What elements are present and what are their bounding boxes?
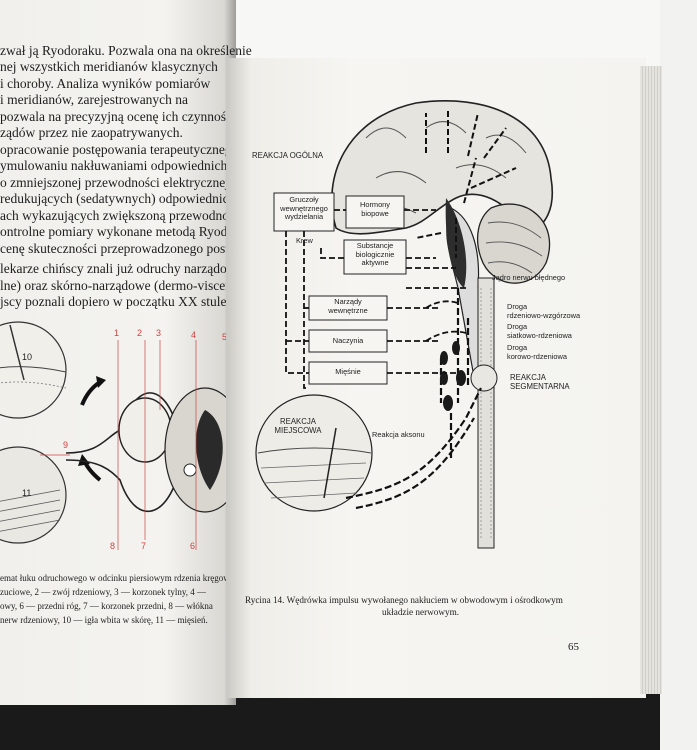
figure-label-8: 8 — [110, 541, 116, 551]
box-hormony — [345, 195, 405, 229]
label-miesnie: Mięśnie — [335, 367, 361, 376]
label-krew: Krew — [296, 236, 313, 245]
left-text-line: opracowanie postępowania terapeutycznego… — [0, 142, 242, 157]
box-substancje — [343, 239, 407, 275]
left-text-line: lne) oraz skórno-narządowe (dermo-viscer… — [0, 278, 257, 293]
figure-label-10: 10 — [22, 352, 33, 362]
left-text-line: redukujących (sedatywnych) odpowiednich — [0, 191, 236, 206]
left-caption-line: emat łuku odruchowego w odcinku piersiow… — [0, 573, 243, 583]
page-number: 65 — [568, 641, 579, 653]
left-text-line: o zmniejszonej przewodności elektrycznej — [0, 175, 230, 190]
figure-label-7: 7 — [141, 541, 147, 551]
figure-caption-line-2: układzie nerwowym. — [382, 607, 460, 617]
needle-line — [323, 427, 337, 499]
left-text-line: nej wszystkich meridianów klasycznych — [0, 59, 218, 74]
label-naczynia: Naczynia — [332, 336, 364, 345]
label-reakcja-aksonu: Reakcja aksonu — [372, 430, 425, 439]
left-text-line: ządów przez nie zaopatrywanych. — [0, 125, 183, 140]
left-page: zwał ją Ryodoraku. Pozwala ona na określ… — [0, 0, 284, 705]
skin-needle-inset — [0, 321, 67, 419]
left-text-line: ach wykazujących zwiększoną przewodność — [0, 208, 241, 223]
label-narzady: Narządy wewnętrzne — [328, 297, 368, 315]
background-right — [660, 0, 697, 750]
label-gruczoly: Gruczoły wewnętrznego wydzielania — [280, 195, 328, 222]
figure-number-3: 3 — [156, 328, 162, 338]
figure-label-9: 9 — [63, 440, 69, 450]
left-text-line: zwał ją Ryodoraku. Pozwala ona na określ… — [0, 43, 252, 58]
label-substancje: Substancje biologicznie aktywne — [355, 241, 395, 268]
afferent-arrow-icon — [80, 380, 102, 406]
label-reakcja-miejscowa: REAKCJA MIEJSCOWA — [274, 417, 322, 435]
left-caption-line: nerw rdzeniowy, 10 — igła wbita w skórę,… — [0, 615, 208, 625]
background-top — [236, 0, 697, 66]
label-droga-3: Droga korowo-rdzeniowa — [507, 343, 567, 361]
figure-caption-line-1: Rycina 14. Wędrówka impulsu wywołanego n… — [245, 595, 563, 605]
label-droga-2: Droga siatkowo-rdzeniowa — [507, 322, 572, 340]
page-edge — [640, 66, 662, 694]
box-gruczoly — [273, 192, 335, 232]
figure-number-4: 4 — [191, 330, 197, 340]
left-text-line: pozwala na precyzyjną ocenę ich czynnośc… — [0, 109, 236, 124]
left-text-line: ymulowaniu nakłuwaniami odpowiednich — [0, 158, 228, 173]
left-text-line: i choroby. Analiza wyników pomiarów — [0, 76, 211, 91]
figure-number-5: 5 — [222, 332, 228, 342]
figure-label-11: 11 — [22, 488, 32, 498]
figure-number-2: 2 — [137, 328, 143, 338]
label-reakcja-segmentarna: REAKCJA SEGMENTARNA — [510, 373, 570, 391]
label-droga-1: Droga rdzeniowo-wzgórzowa — [507, 302, 581, 320]
figure-number-1: 1 — [114, 328, 120, 338]
reflex-arc-figure — [0, 321, 236, 550]
left-text-line: cenę skuteczności przeprowadzonego postę… — [0, 241, 285, 256]
left-caption-line: zuciowe, 2 — zwój rdzeniowy, 3 — korzone… — [0, 587, 207, 597]
spinal-cord-column — [477, 277, 495, 549]
local-reaction-inset — [255, 394, 373, 512]
left-text-line: i meridianów, zarejestrowanych na — [0, 92, 189, 107]
label-jadro: Jądro nerwu błędnego — [492, 273, 566, 282]
label-reakcja-ogolna: REAKCJA OGÓLNA — [252, 151, 324, 160]
left-caption-line: owy, 6 — przedni róg, 7 — korzonek przed… — [0, 601, 213, 611]
segment-ganglion — [470, 364, 498, 392]
nerve-impulse-diagram — [255, 100, 553, 549]
box-narzady — [308, 295, 388, 321]
left-text-line: ontrolne pomiary wykonane metodą Ryodora… — [0, 224, 259, 239]
left-text-line: jscy poznali dopiero w początku XX stule… — [0, 294, 246, 309]
left-text-line: lekarze chińscy znali już odruchy narząd… — [0, 261, 284, 276]
label-hormony: Hormony biopowe — [360, 200, 390, 218]
figure-label-6: 6 — [190, 541, 196, 551]
